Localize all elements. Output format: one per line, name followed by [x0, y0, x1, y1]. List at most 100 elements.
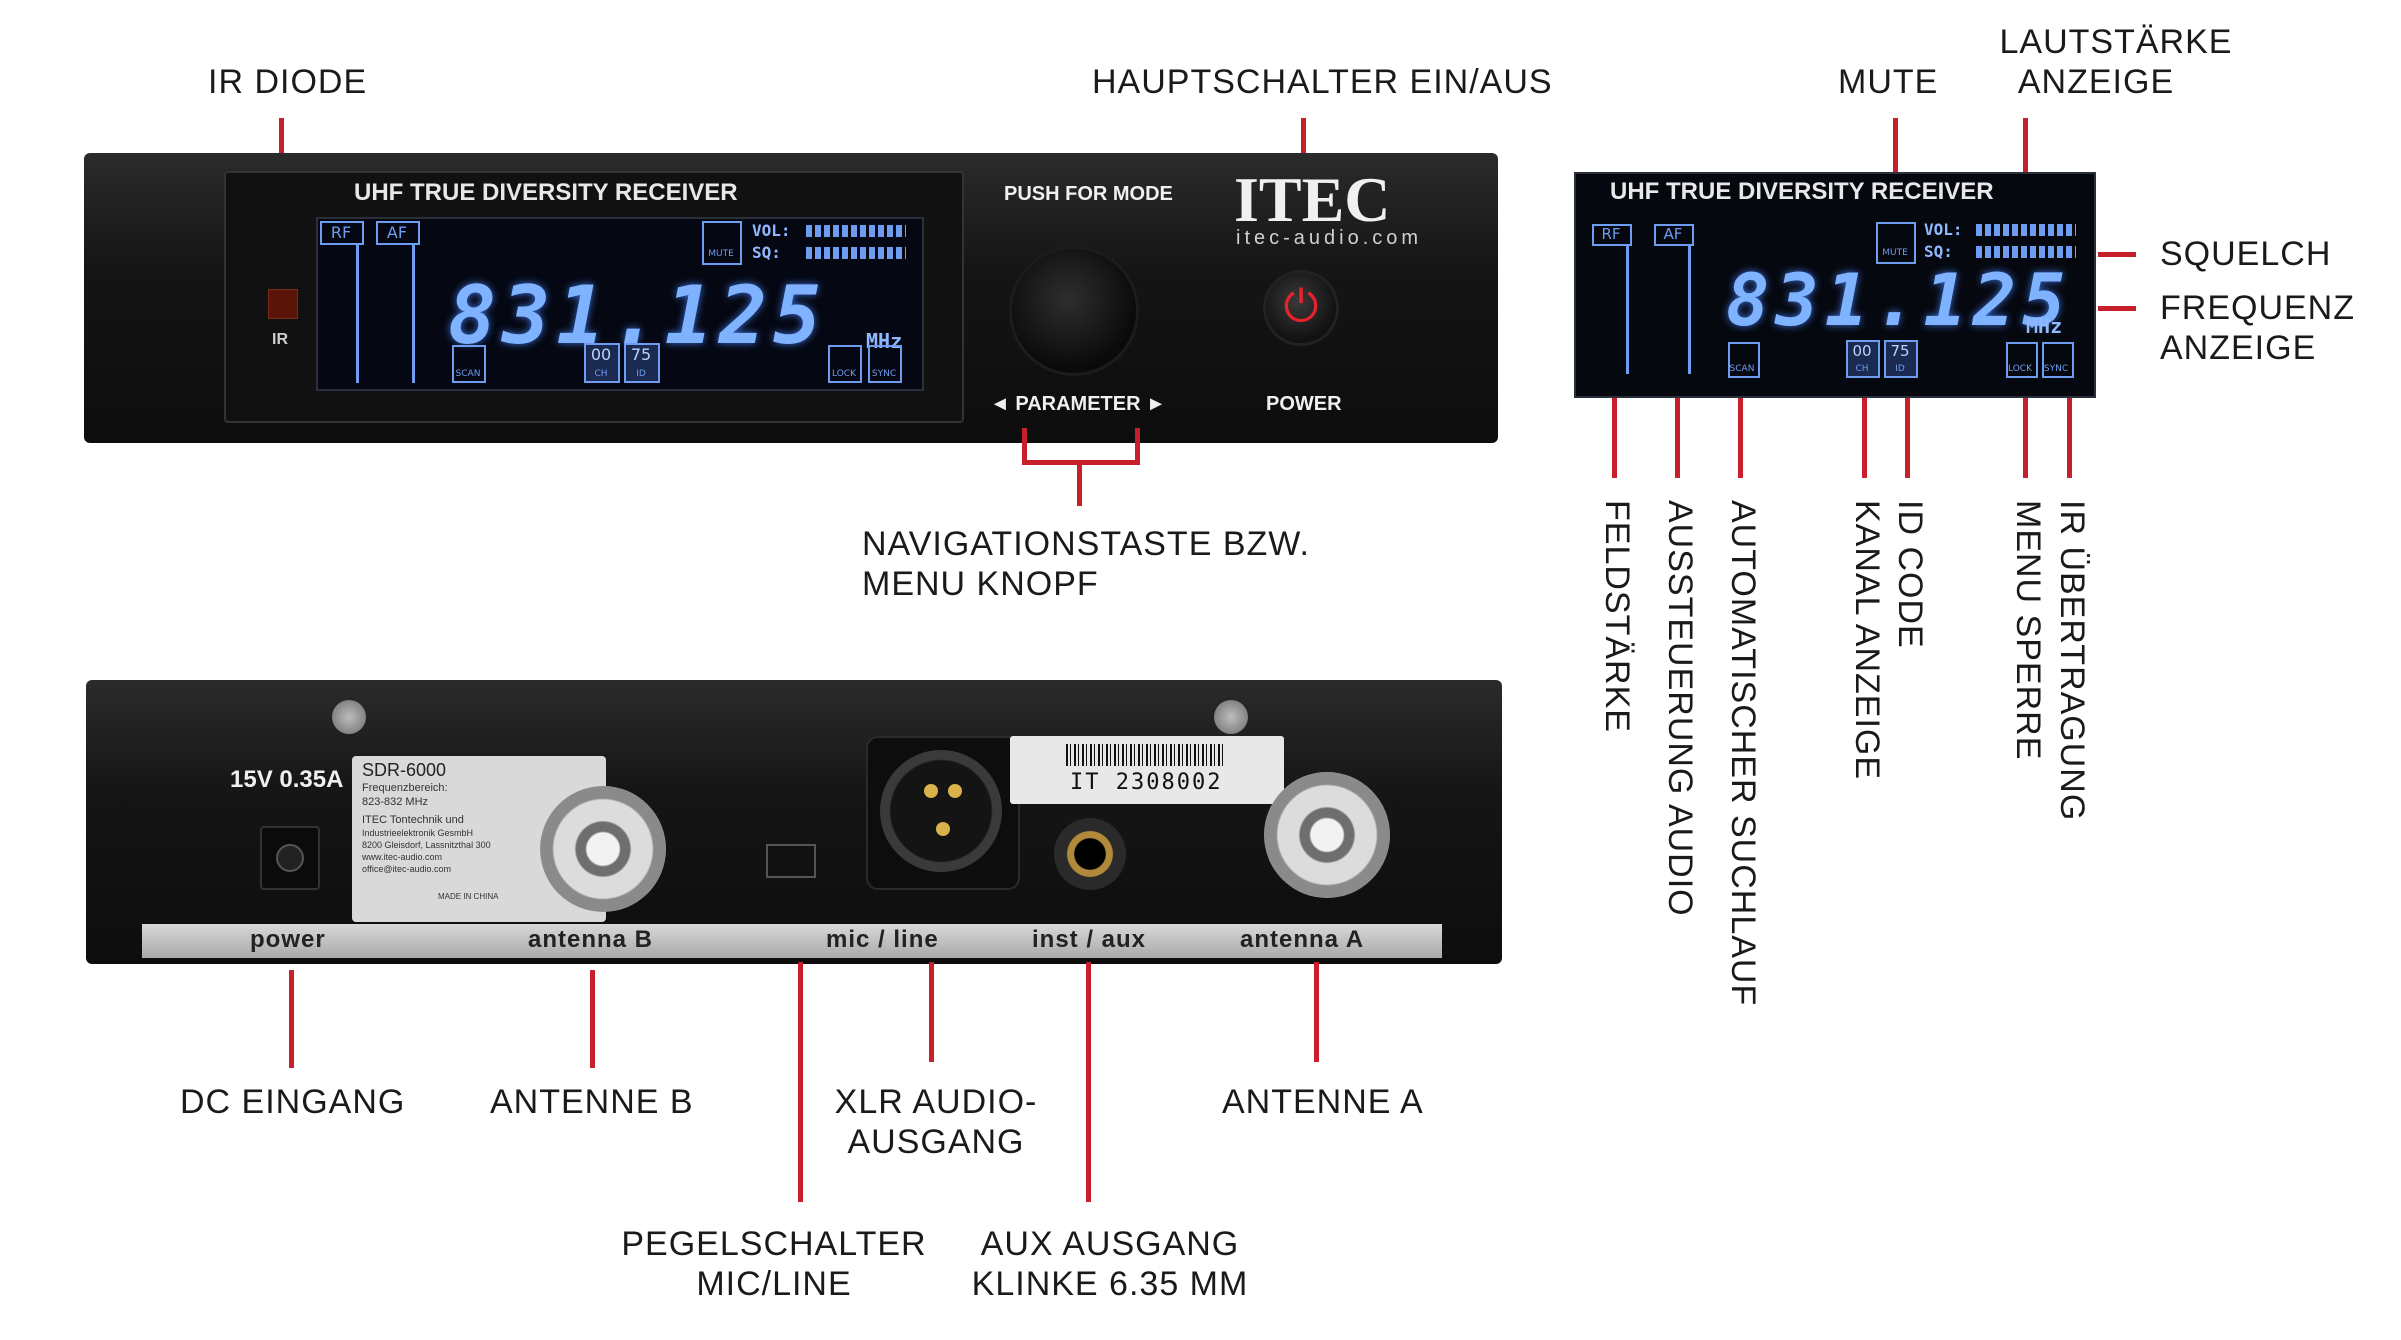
enlarged-lock-label: LOCK — [2008, 364, 2032, 374]
af-label: AF — [386, 223, 408, 242]
sticker-made: MADE IN CHINA — [438, 892, 499, 901]
antenna-a-connector[interactable] — [1264, 772, 1390, 898]
af-box — [376, 221, 420, 245]
navigation-knob[interactable] — [1012, 249, 1136, 373]
enlarged-vol-bar — [1976, 224, 2076, 236]
label-ir-diode: IR DIODE — [208, 63, 368, 101]
leader-squelch — [2098, 252, 2136, 257]
enlarged-rf-bar — [1626, 244, 1629, 374]
strip-mic-line: mic / line — [826, 926, 939, 953]
label-nav-line1: NAVIGATIONSTASTE BZW. — [862, 525, 1310, 563]
sticker-web: www.itec-audio.com — [362, 852, 443, 862]
dc-jack[interactable] — [260, 826, 320, 890]
enlarged-rf-label: RF — [1601, 225, 1621, 243]
leader-field-strength — [1612, 398, 1617, 478]
mhz-label: MHz — [866, 329, 903, 353]
sticker-model: SDR-6000 — [362, 760, 447, 780]
sticker-address: 8200 Gleisdorf, Lassnitzthal 300 — [362, 840, 491, 850]
sticker-company: ITEC Tontechnik und — [362, 814, 464, 826]
screw-right — [1214, 700, 1248, 734]
antenna-b-connector[interactable] — [540, 786, 666, 912]
xlr-connector[interactable] — [866, 736, 1020, 890]
leader-xlr — [929, 962, 934, 1062]
leader-auto-scan — [1738, 398, 1743, 478]
leader-antenna-b — [590, 970, 595, 1068]
enlarged-ch-label: CH — [1855, 364, 1869, 374]
sync-label: SYNC — [871, 369, 897, 379]
enlarged-scan-label: SCAN — [1729, 364, 1755, 374]
enlarged-id-label: ID — [1895, 364, 1905, 374]
scan-box — [452, 345, 486, 383]
leader-menu-lock — [2023, 398, 2028, 478]
front-panel: UHF TRUE DIVERSITY RECEIVER RF AF MUTE V… — [84, 153, 1498, 443]
label-field-strength: FELDSTÄRKE — [1598, 500, 1636, 733]
label-volume-line1: LAUTSTÄRKE — [1999, 23, 2233, 61]
vol-bar — [806, 225, 906, 237]
brand-url: itec-audio.com — [1236, 227, 1423, 249]
mute-box — [702, 221, 742, 265]
ir-label: IR — [272, 331, 288, 348]
id-value: 75 — [630, 345, 652, 364]
enlarged-mute-box — [1876, 222, 1916, 264]
label-squelch: SQUELCH — [2160, 235, 2332, 273]
label-dc: DC EINGANG — [180, 1083, 406, 1121]
enlarged-af-label: AF — [1663, 225, 1683, 243]
sticker-freq: 823-832 MHz — [362, 796, 429, 808]
sq-label: SQ: — [752, 243, 781, 262]
leader-id-code — [1905, 398, 1910, 478]
rf-box — [320, 221, 364, 245]
enlarged-id-value: 75 — [1890, 342, 1910, 360]
strip-antenna-a: antenna A — [1240, 926, 1365, 953]
label-frequency-line2: ANZEIGE — [2160, 329, 2317, 367]
label-antenna-a: ANTENNE A — [1222, 1083, 1424, 1121]
power-button[interactable]: ⏻ — [1266, 273, 1336, 343]
rf-bar — [356, 243, 359, 383]
leader-antenna-a — [1314, 962, 1319, 1062]
mute-label: MUTE — [708, 249, 734, 259]
sticker-mail: office@itec-audio.com — [362, 864, 452, 874]
strip-antenna-b: antenna B — [528, 926, 654, 953]
sync-box — [868, 345, 902, 383]
label-mute: MUTE — [1838, 63, 1939, 101]
lock-box — [828, 345, 862, 383]
nav-bracket-stem — [1077, 460, 1082, 506]
label-level-line1: PEGELSCHALTER — [621, 1225, 927, 1263]
leader-ir-transfer — [2067, 398, 2072, 478]
front-lcd: RF AF MUTE VOL: SQ: 831.125 MHz SCAN 00 … — [316, 217, 924, 391]
aux-jack[interactable] — [1054, 818, 1126, 890]
nav-bracket-right — [1135, 428, 1140, 464]
leader-level-switch — [798, 962, 803, 1202]
enlarged-ch-box — [1846, 340, 1880, 378]
label-id-code: ID CODE — [1891, 500, 1929, 649]
barcode-text: IT 2308002 — [1070, 770, 1223, 795]
label-channel: KANAL ANZEIGE — [1848, 500, 1886, 781]
enlarged-id-box — [1884, 340, 1918, 378]
rear-label-strip — [142, 924, 1442, 958]
label-volume-line2: ANZEIGE — [2017, 63, 2175, 101]
lock-label: LOCK — [832, 369, 856, 379]
ch-box — [584, 343, 620, 383]
leader-channel — [1862, 398, 1867, 478]
nav-bracket-left — [1022, 428, 1027, 464]
label-level-line2: MIC/LINE — [696, 1265, 852, 1303]
rear-panel: 15V 0.35A SDR-6000 Frequenzbereich: 823-… — [86, 680, 1502, 964]
ch-label: CH — [594, 369, 608, 379]
strip-power: power — [250, 926, 326, 953]
id-label: ID — [636, 369, 646, 379]
label-auto-scan: AUTOMATISCHER SUCHLAUF — [1724, 500, 1762, 1007]
leader-aux — [1086, 962, 1091, 1202]
enlarged-ch-value: 00 — [1852, 342, 1872, 360]
enlarged-sync-label: SYNC — [2043, 364, 2069, 374]
label-audio-level: AUSSTEUERUNG AUDIO — [1661, 500, 1699, 917]
label-nav-line2: MENU KNOPF — [862, 565, 1099, 603]
label-antenna-b: ANTENNE B — [490, 1083, 694, 1121]
label-xlr-line1: XLR AUDIO- — [834, 1083, 1038, 1121]
label-main-switch: HAUPTSCHALTER EIN/AUS — [1092, 63, 1553, 101]
label-ir-transfer: IR ÜBERTRAGUNG — [2053, 500, 2091, 822]
enlarged-lock-box — [2006, 342, 2038, 378]
mic-line-switch[interactable] — [766, 844, 816, 878]
vol-label: VOL: — [752, 221, 791, 240]
enlarged-sq-label: SQ: — [1924, 242, 1953, 261]
label-menu-lock: MENU SPERRE — [2009, 500, 2047, 761]
sticker-company2: Industrieelektronik GesmbH — [362, 828, 474, 838]
